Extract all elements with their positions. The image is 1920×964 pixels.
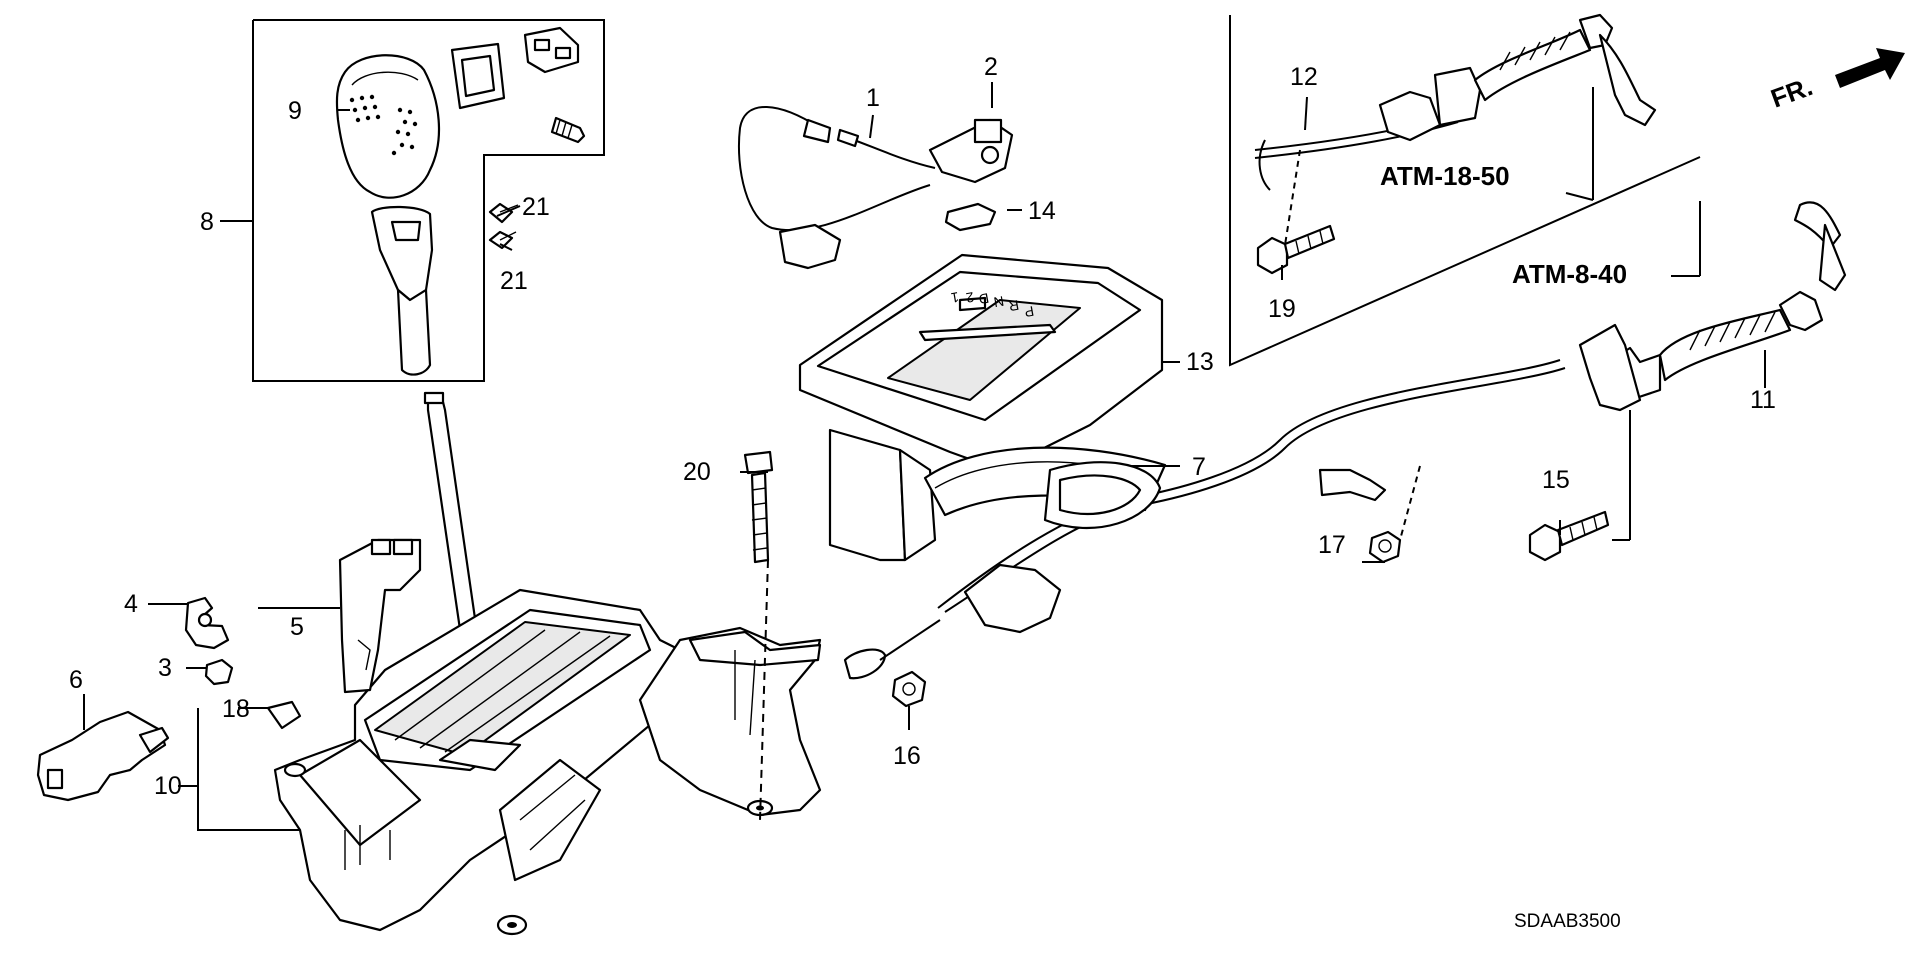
callout-2: 2 [984,53,998,81]
indicator-letter-2: 2 [965,289,976,306]
shift-switch [36,710,170,802]
screw-21-upper [488,202,519,224]
bolt-15 [1528,510,1610,562]
callout-6: 6 [69,666,83,694]
shift-knob [335,54,441,199]
callout-7: 7 [1192,453,1206,481]
base-bracket [273,588,682,936]
callout-16: 16 [893,742,921,770]
callout-8: 8 [200,208,214,236]
callout-15: 15 [1542,466,1570,494]
callout-14: 14 [1028,197,1056,225]
indicator-letter-1: 1 [950,289,961,306]
diagram-code: SDAAB3500 [1514,911,1621,932]
callout-11: 11 [1750,386,1776,414]
wiring-harness [738,106,1014,270]
interlock-solenoid [338,538,422,694]
detent-lever [184,596,230,650]
indicator-letter-p: P [1023,303,1035,320]
clip-18 [266,700,302,730]
front-direction-label: FR. [1767,71,1817,114]
knob-bezel [450,42,506,110]
bolt-19 [1256,224,1336,275]
shift-cable [843,201,1847,680]
nut-17 [1368,530,1402,564]
callout-19: 19 [1268,295,1296,323]
nut-16 [891,670,927,708]
callout-17: 17 [1318,531,1346,559]
callout-5: 5 [290,613,304,641]
callout-21-upper: 21 [522,193,550,221]
bolt-20 [743,450,774,564]
cable-inset-frame [1229,15,1701,367]
ref-atm-8-40: ATM-8-40 [1512,259,1627,289]
callout-20: 20 [683,458,711,486]
callout-1: 1 [866,84,880,112]
knob-spring-pin [550,116,586,144]
indicator-panel [798,253,1164,562]
callout-numbers: 1 2 3 4 5 6 7 8 9 10 11 12 13 14 15 16 1… [69,53,1776,800]
screw-21-lower [488,230,517,250]
callout-13: 13 [1186,348,1214,376]
knob-clip [523,26,580,74]
indicator-letter-r: R [1008,297,1021,315]
front-direction-arrow-icon [1835,48,1905,88]
bulb-holder [944,202,997,232]
callout-4: 4 [124,590,138,618]
leader-lines [83,82,1766,831]
callout-18: 18 [222,695,250,723]
callout-10: 10 [154,772,182,800]
spring-3 [204,658,234,686]
callout-3: 3 [158,654,172,682]
indicator-letter-n: N [993,293,1006,311]
callout-12: 12 [1290,63,1318,91]
callout-9: 9 [288,97,302,125]
indicator-letters: P R N D 2 1 [950,289,1036,320]
inset-cable [1254,13,1657,191]
callout-21-lower: 21 [500,267,528,295]
knob-assembly-frame [252,19,605,382]
bracket-extension [638,626,822,817]
ref-atm-18-50: ATM-18-50 [1380,161,1510,191]
knob-sleeve [370,205,434,376]
reference-labels: ATM-18-50 ATM-8-40 FR. SDAAB3500 [1380,71,1816,932]
indicator-letter-d: D [978,290,991,308]
